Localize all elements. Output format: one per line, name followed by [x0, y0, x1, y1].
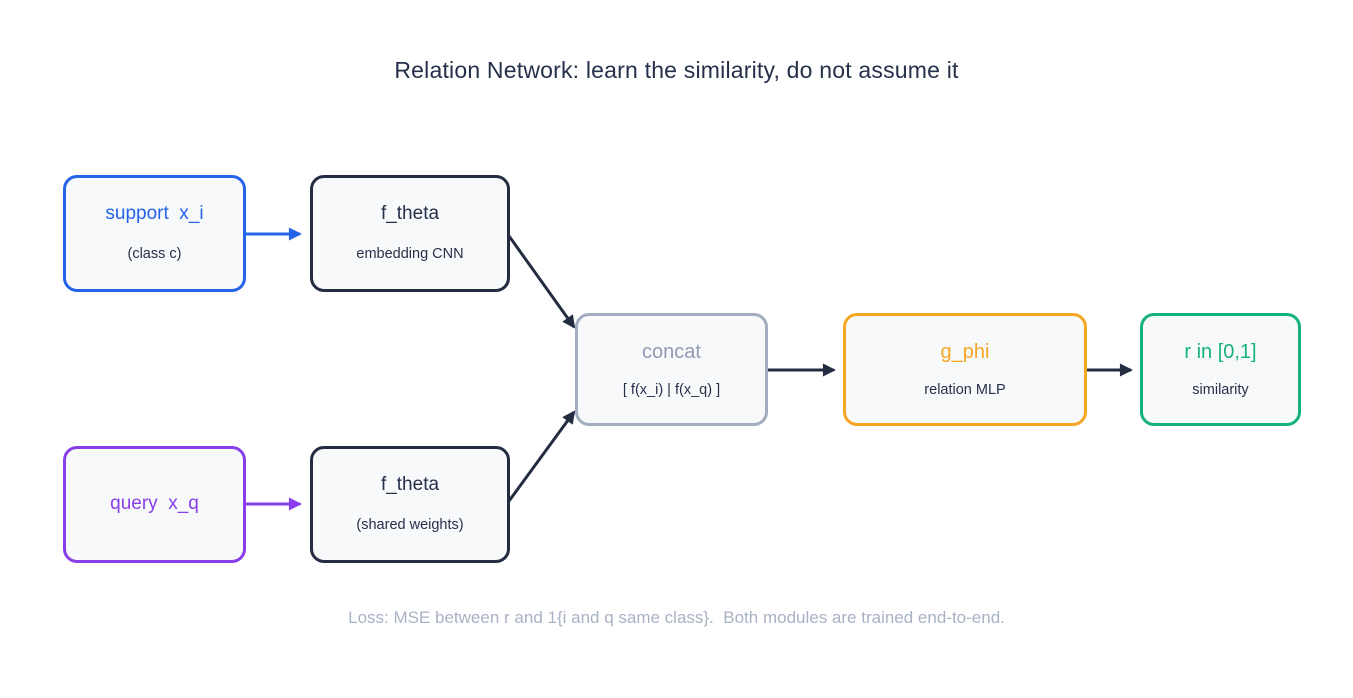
node-concat-sublabel: [ f(x_i) | f(x_q) ]	[622, 381, 721, 398]
node-query: query x_q	[63, 446, 246, 563]
node-embedding-cnn-support: f_theta embedding CNN	[310, 175, 510, 292]
arrow-embedtop-to-concat	[507, 235, 576, 329]
node-support-sublabel: (class c)	[127, 246, 182, 263]
page-title: Relation Network: learn the similarity, …	[394, 57, 959, 83]
node-support: support x_i (class c)	[63, 175, 246, 292]
node-relation-mlp-sublabel: relation MLP	[924, 381, 1006, 398]
node-relation-mlp-label: g_phi	[940, 340, 990, 363]
node-relation-mlp: g_phi relation MLP	[843, 313, 1087, 426]
node-embedding-cnn-support-sublabel: embedding CNN	[356, 246, 464, 263]
node-output-similarity: r in [0,1] similarity	[1140, 313, 1301, 426]
node-embedding-cnn-query-sublabel: (shared weights)	[356, 517, 464, 534]
node-concat-label: concat	[642, 340, 701, 363]
node-embedding-cnn-support-label: f_theta	[380, 203, 440, 225]
node-embedding-cnn-query: f_theta (shared weights)	[310, 446, 510, 563]
node-concat: concat [ f(x_i) | f(x_q) ]	[575, 313, 768, 426]
loss-caption: Loss: MSE between r and 1{i and q same c…	[348, 608, 1005, 627]
arrow-embedbot-to-concat	[507, 410, 576, 502]
node-output-similarity-label: r in [0,1]	[1184, 340, 1257, 363]
node-support-label: support x_i	[105, 203, 204, 225]
node-output-similarity-sublabel: similarity	[1192, 381, 1249, 398]
node-query-label: query x_q	[110, 493, 199, 515]
node-embedding-cnn-query-label: f_theta	[380, 474, 440, 496]
